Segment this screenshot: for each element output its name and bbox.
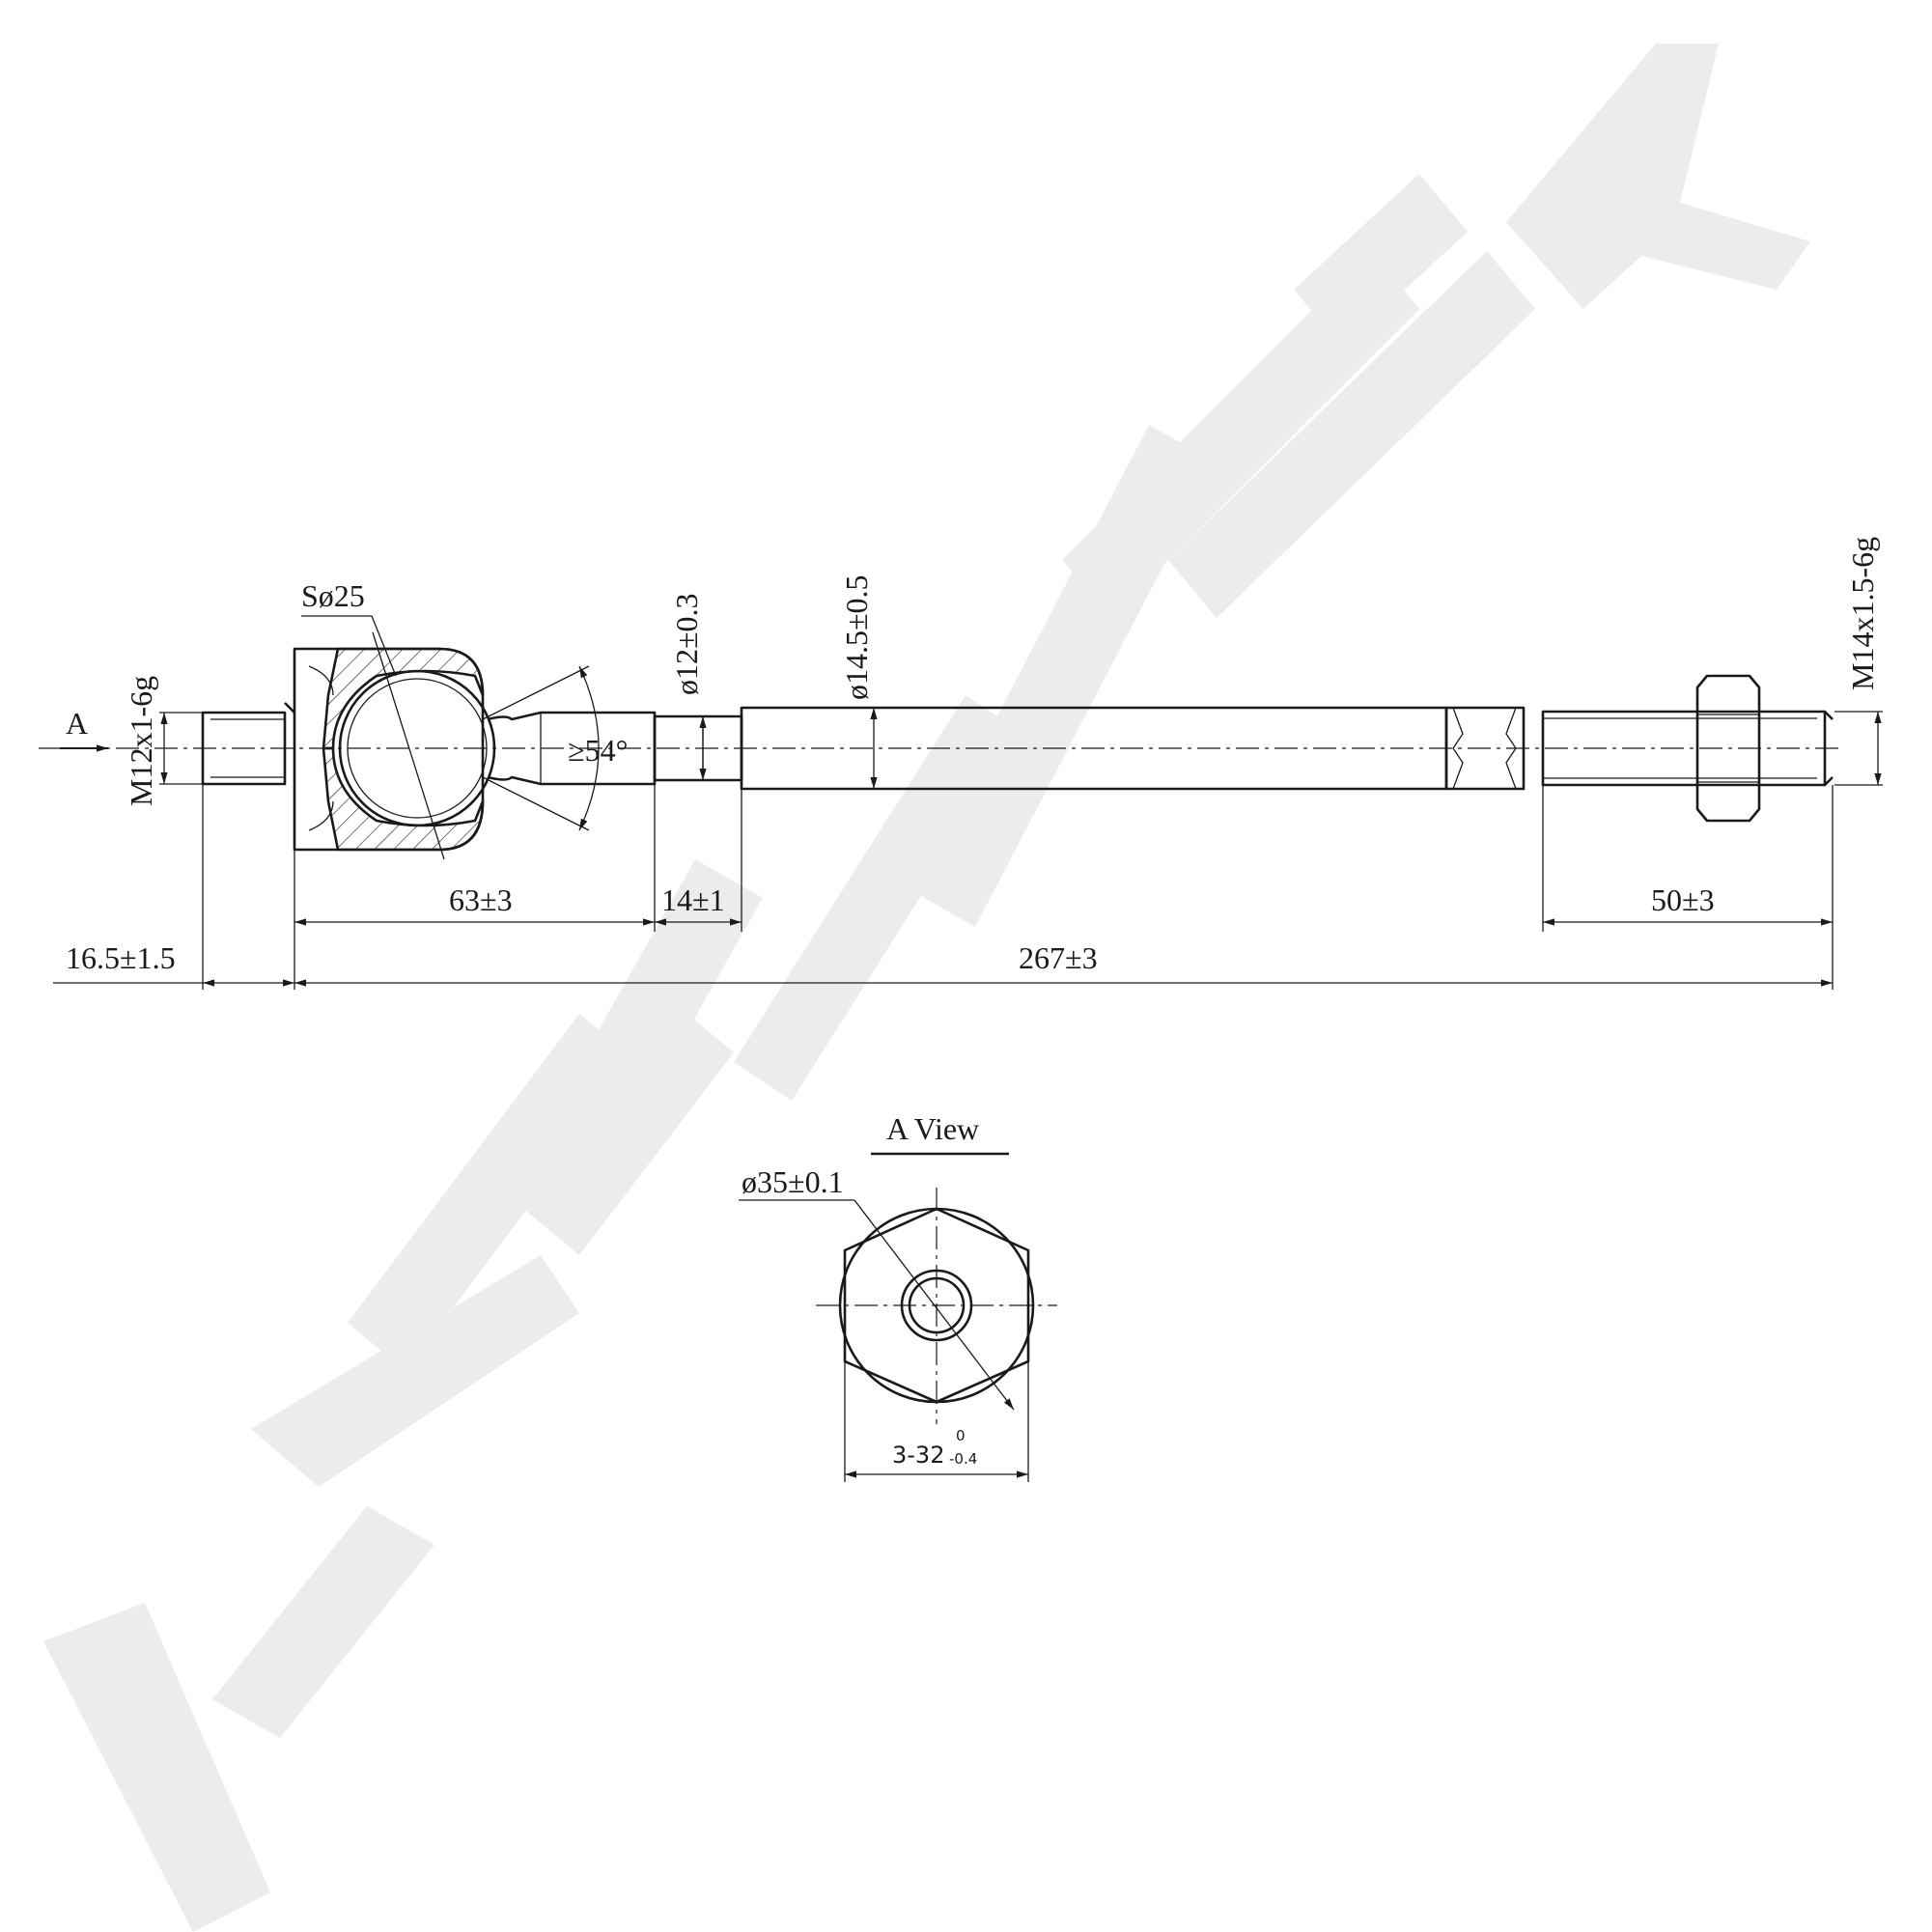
ball-diameter-label: Sø25 [301,578,365,613]
lock-nut [1695,674,1761,823]
a-view-diameter-label: ø35±0.1 [742,1164,844,1199]
neck-diameter-label: ø12±0.3 [669,593,704,695]
watermark [43,43,1810,1932]
watermark-e-top [1168,251,1535,618]
rod-diameter-label: ø14.5±0.5 [839,574,874,700]
watermark-chevron [43,1603,270,1932]
right-thread [1541,710,1827,787]
stud-length-label: 16.5±1.5 [66,940,176,975]
ball-joint [338,669,496,827]
neck-length-label: 14±1 [661,882,725,917]
dimension-lines [53,615,1883,990]
tie-rod-side-view [39,631,1844,860]
watermark-e1-arm [521,1004,734,1255]
dimension-labels: A M12x1-6g Sø25 ≥54° ø12±0.3 ø14.5±0.5 M… [66,537,1880,975]
overall-length-label: 267±3 [1019,940,1098,975]
housing-length-label: 63±3 [449,882,513,917]
view-arrow-label: A [66,706,88,741]
watermark-k [1506,43,1810,309]
tolerance-lower: -0.4 [949,1450,977,1468]
a-view: A View ø35±0.1 3-32 0 -0.4 [739,1111,1057,1482]
across-flats-label: 3-32 [892,1442,944,1469]
a-view-title: A View [886,1111,979,1146]
left-stud [201,711,287,786]
right-thread-label: M14x1.5-6g [1845,537,1880,690]
watermark-n1 [734,695,1023,1101]
housing-section-bottom [322,746,485,852]
angle-label: ≥54° [568,733,628,768]
rod-hex [1444,706,1526,791]
left-thread-label: M12x1-6g [124,676,158,806]
housing-section-top [322,647,485,750]
thread-length-label: 50±3 [1651,882,1715,917]
watermark-z-diag [212,1506,434,1738]
watermark-z-top [251,1255,579,1487]
tolerance-upper: 0 [956,1427,966,1444]
watermark-n2 [908,425,1217,927]
watermark-e1 [348,1014,637,1371]
